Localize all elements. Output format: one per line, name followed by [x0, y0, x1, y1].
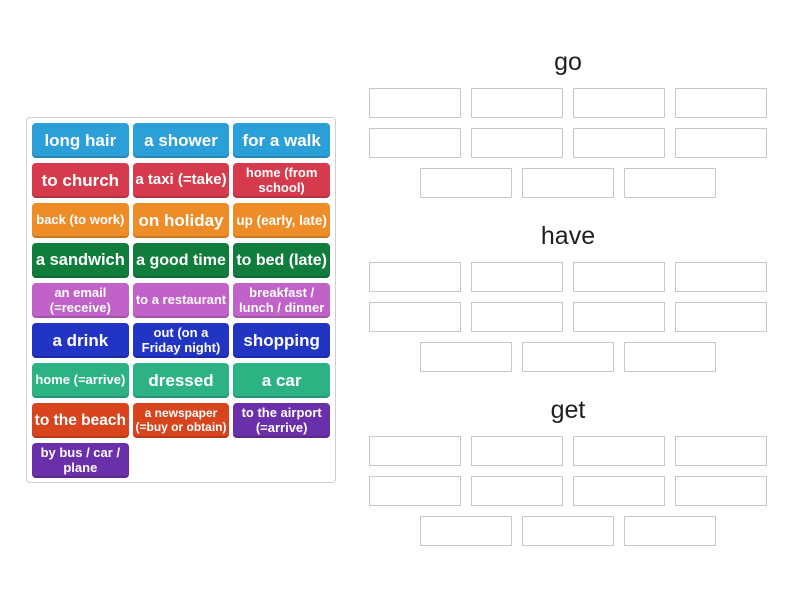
- answer-slot[interactable]: [471, 88, 563, 118]
- slot-row: [368, 302, 768, 332]
- slot-grid: [368, 88, 768, 198]
- answer-slot[interactable]: [573, 476, 665, 506]
- answer-slot[interactable]: [573, 302, 665, 332]
- word-tile[interactable]: on holiday: [132, 203, 230, 238]
- category-title: get: [550, 396, 586, 424]
- answer-slot[interactable]: [369, 262, 461, 292]
- answer-slot[interactable]: [573, 436, 665, 466]
- answer-slot[interactable]: [624, 342, 716, 372]
- answer-slot[interactable]: [675, 302, 767, 332]
- word-tile[interactable]: a shower: [132, 123, 230, 158]
- answer-slot[interactable]: [420, 516, 512, 546]
- word-tile[interactable]: to a restaurant: [132, 283, 230, 318]
- category-title: have: [540, 222, 596, 250]
- slot-row: [368, 436, 768, 466]
- slot-grid: [368, 436, 768, 546]
- answer-slot[interactable]: [471, 302, 563, 332]
- word-tile[interactable]: an email (=receive): [32, 283, 129, 318]
- word-tile[interactable]: dressed: [132, 363, 230, 398]
- answer-slot[interactable]: [522, 168, 614, 198]
- word-tile[interactable]: long hair: [32, 123, 129, 158]
- word-tile[interactable]: shopping: [233, 323, 330, 358]
- answer-slot[interactable]: [675, 88, 767, 118]
- answer-slot[interactable]: [675, 436, 767, 466]
- category-get: get: [368, 392, 768, 556]
- word-tile[interactable]: a car: [233, 363, 330, 398]
- answer-slot[interactable]: [624, 516, 716, 546]
- answer-slot[interactable]: [369, 436, 461, 466]
- answer-slot[interactable]: [675, 128, 767, 158]
- slot-row: [368, 476, 768, 506]
- slot-row: [368, 342, 768, 372]
- word-tile[interactable]: a newspaper (=buy or obtain): [132, 403, 230, 438]
- category-go: go: [368, 44, 768, 208]
- word-tile[interactable]: to the beach: [32, 403, 129, 438]
- answer-slot[interactable]: [675, 476, 767, 506]
- answer-slot[interactable]: [369, 302, 461, 332]
- answer-slot[interactable]: [369, 128, 461, 158]
- answer-slot[interactable]: [369, 476, 461, 506]
- answer-slot[interactable]: [573, 88, 665, 118]
- answer-slot[interactable]: [471, 476, 563, 506]
- answer-slot[interactable]: [624, 168, 716, 198]
- word-tile[interactable]: a good time: [132, 243, 230, 278]
- word-tile[interactable]: by bus / car / plane: [32, 443, 129, 478]
- slot-grid: [368, 262, 768, 372]
- word-tile[interactable]: a drink: [32, 323, 129, 358]
- slot-row: [368, 262, 768, 292]
- slot-row: [368, 128, 768, 158]
- answer-slot[interactable]: [420, 342, 512, 372]
- answer-slot[interactable]: [420, 168, 512, 198]
- slot-row: [368, 168, 768, 198]
- slot-row: [368, 516, 768, 546]
- word-tile[interactable]: to the airport (=arrive): [233, 403, 330, 438]
- word-tile[interactable]: breakfast / lunch / dinner: [233, 283, 330, 318]
- answer-slot[interactable]: [369, 88, 461, 118]
- word-tile[interactable]: to church: [32, 163, 129, 198]
- answer-slot[interactable]: [675, 262, 767, 292]
- word-tile[interactable]: out (on a Friday night): [132, 323, 230, 358]
- word-tile[interactable]: a sandwich: [32, 243, 129, 278]
- slot-row: [368, 88, 768, 118]
- word-tile[interactable]: home (from school): [233, 163, 330, 198]
- word-tile[interactable]: back (to work): [32, 203, 129, 238]
- category-have: have: [368, 218, 768, 382]
- word-tile[interactable]: for a walk: [233, 123, 330, 158]
- word-tile[interactable]: a taxi (=take): [132, 163, 230, 198]
- answer-slot[interactable]: [573, 128, 665, 158]
- answer-slot[interactable]: [471, 262, 563, 292]
- answer-slot[interactable]: [471, 128, 563, 158]
- answer-slot[interactable]: [573, 262, 665, 292]
- categories-panel: go have get: [368, 0, 768, 600]
- word-tile[interactable]: up (early, late): [233, 203, 330, 238]
- answer-slot[interactable]: [522, 516, 614, 546]
- word-tile[interactable]: to bed (late): [233, 243, 330, 278]
- word-tile[interactable]: home (=arrive): [32, 363, 129, 398]
- answer-slot[interactable]: [471, 436, 563, 466]
- answer-slot[interactable]: [522, 342, 614, 372]
- category-title: go: [554, 48, 582, 76]
